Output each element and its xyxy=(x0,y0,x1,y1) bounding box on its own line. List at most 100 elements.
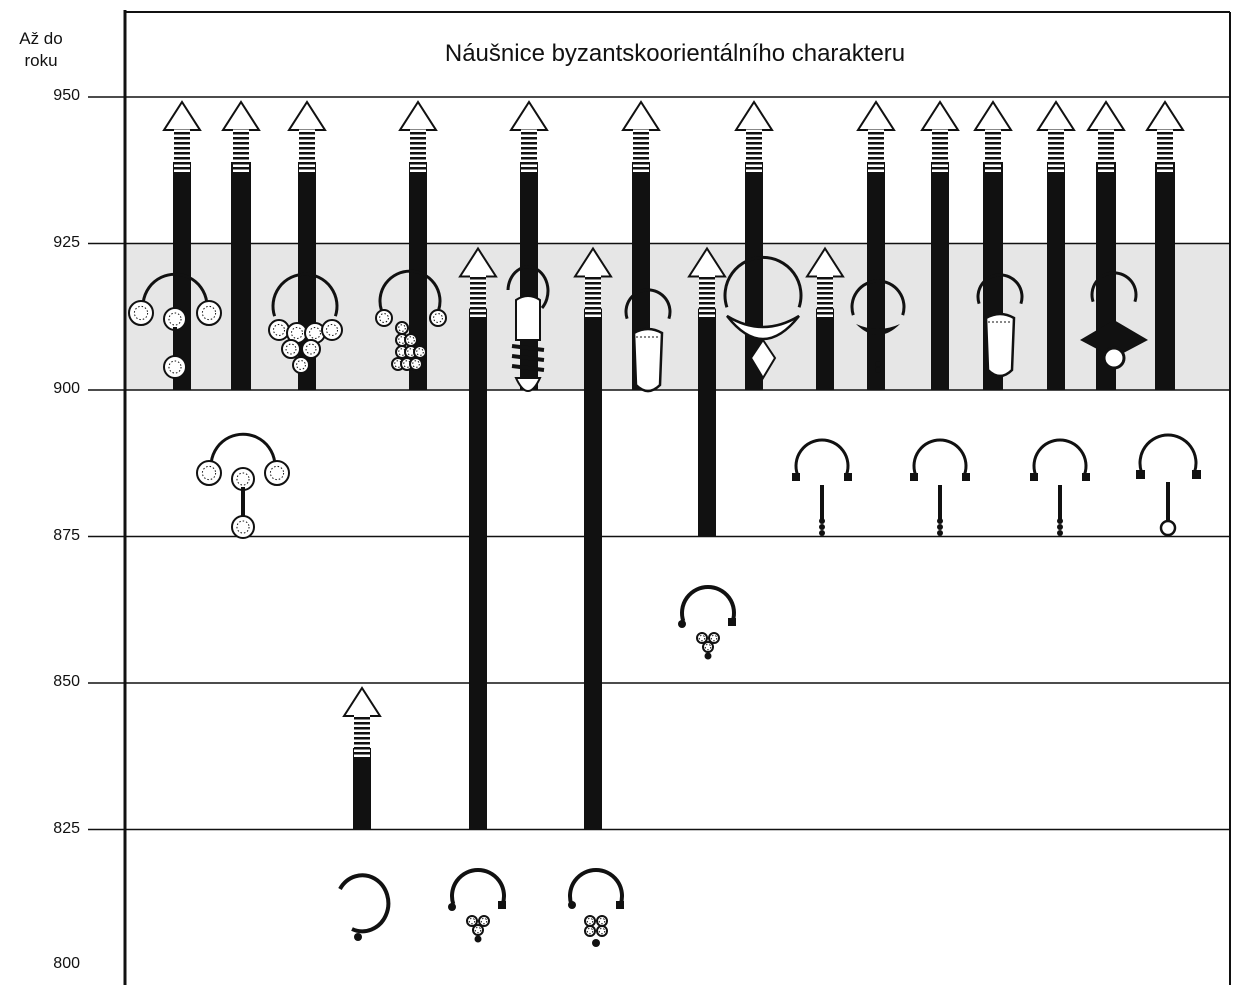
granule-texture xyxy=(236,520,250,534)
granule-texture xyxy=(236,472,250,486)
granule-texture xyxy=(586,917,594,925)
column-tip xyxy=(514,377,542,392)
ring-arc xyxy=(1090,271,1138,303)
range-bar-14 xyxy=(342,686,382,830)
granule xyxy=(584,925,596,937)
granule-texture xyxy=(168,360,182,374)
loop xyxy=(1159,519,1177,537)
granule-texture xyxy=(291,327,303,339)
bead xyxy=(704,652,712,660)
granule-texture xyxy=(407,336,415,344)
collar xyxy=(1082,473,1090,481)
arrow-head xyxy=(734,100,774,131)
granule xyxy=(696,632,708,644)
range-bar-body xyxy=(584,308,602,830)
granule xyxy=(231,515,255,539)
earring-8 xyxy=(976,273,1024,378)
granule-texture xyxy=(698,634,706,642)
ring-arc xyxy=(271,272,339,317)
granule xyxy=(268,319,290,341)
arrow-shaft xyxy=(174,129,190,173)
arrow-head xyxy=(1036,100,1076,131)
earring-11 xyxy=(792,438,852,536)
granule-texture xyxy=(433,313,443,323)
terminal xyxy=(448,903,456,911)
arrow-shaft xyxy=(985,129,1001,173)
range-bar-9 xyxy=(920,100,960,390)
earring-9 xyxy=(1080,271,1148,370)
arrow-shaft xyxy=(1098,129,1114,173)
ring-arc xyxy=(209,432,277,477)
y-tick-925: 925 xyxy=(53,233,80,251)
star-plate xyxy=(1080,320,1148,358)
arrow-shaft xyxy=(470,275,486,320)
range-bar-body xyxy=(353,748,371,830)
ring-arc xyxy=(723,255,803,308)
collar xyxy=(1030,473,1038,481)
column-band xyxy=(511,364,545,372)
range-bars-layer xyxy=(162,100,1185,830)
arrow-head xyxy=(342,686,382,717)
granule-texture xyxy=(398,324,406,332)
earring-16 xyxy=(338,873,391,941)
granule-texture xyxy=(168,312,182,326)
earring-14 xyxy=(1136,433,1201,537)
rod-body xyxy=(984,312,1016,378)
earring-10 xyxy=(196,432,290,539)
arrow-head xyxy=(509,100,549,131)
earring-15 xyxy=(678,584,736,660)
ring-arc xyxy=(568,867,624,905)
granule xyxy=(196,300,222,326)
lunula-drop xyxy=(749,338,777,380)
arrow-shaft xyxy=(633,129,649,173)
granule-texture xyxy=(379,313,389,323)
y-axis-label-line2: roku xyxy=(24,51,58,70)
granule-texture xyxy=(273,324,285,336)
collar xyxy=(616,901,624,909)
earring-7 xyxy=(850,279,906,373)
granule xyxy=(478,915,490,927)
granule-texture xyxy=(480,917,488,925)
y-tick-825: 825 xyxy=(53,819,80,837)
earrings-layer xyxy=(128,255,1201,947)
granule xyxy=(596,915,608,927)
earring-6 xyxy=(723,255,803,380)
arrow-shaft xyxy=(299,129,315,173)
granule xyxy=(708,632,720,644)
y-tick-900: 900 xyxy=(53,380,80,397)
ring-arc xyxy=(450,867,506,905)
arrow-head xyxy=(398,100,438,131)
granule-texture xyxy=(710,634,718,642)
bead xyxy=(937,518,943,524)
earring-2 xyxy=(268,272,343,374)
granule-texture xyxy=(598,917,606,925)
range-bar-18 xyxy=(805,246,845,390)
granule xyxy=(163,307,187,331)
arrow-shaft xyxy=(868,129,884,173)
granule-texture xyxy=(468,917,476,925)
arrow-shaft xyxy=(746,129,762,173)
bead xyxy=(474,935,482,943)
granule xyxy=(429,309,447,327)
collar xyxy=(498,901,506,909)
granule xyxy=(472,924,484,936)
bead xyxy=(819,524,825,530)
granule xyxy=(128,300,154,326)
bead xyxy=(1057,530,1063,536)
granule xyxy=(321,319,343,341)
y-tick-950: 950 xyxy=(53,87,80,104)
bead xyxy=(1057,524,1063,530)
terminal xyxy=(678,620,686,628)
loop xyxy=(1102,346,1126,370)
arrow-shaft xyxy=(1157,129,1173,173)
bead xyxy=(1057,518,1063,524)
ring-arc xyxy=(1032,438,1088,475)
granule xyxy=(584,915,596,927)
ring-arc xyxy=(912,438,968,475)
range-bar-16 xyxy=(573,246,613,830)
arrow-shaft xyxy=(817,275,833,320)
granule-texture xyxy=(269,465,285,481)
terminal xyxy=(354,933,362,941)
bead xyxy=(875,367,881,373)
